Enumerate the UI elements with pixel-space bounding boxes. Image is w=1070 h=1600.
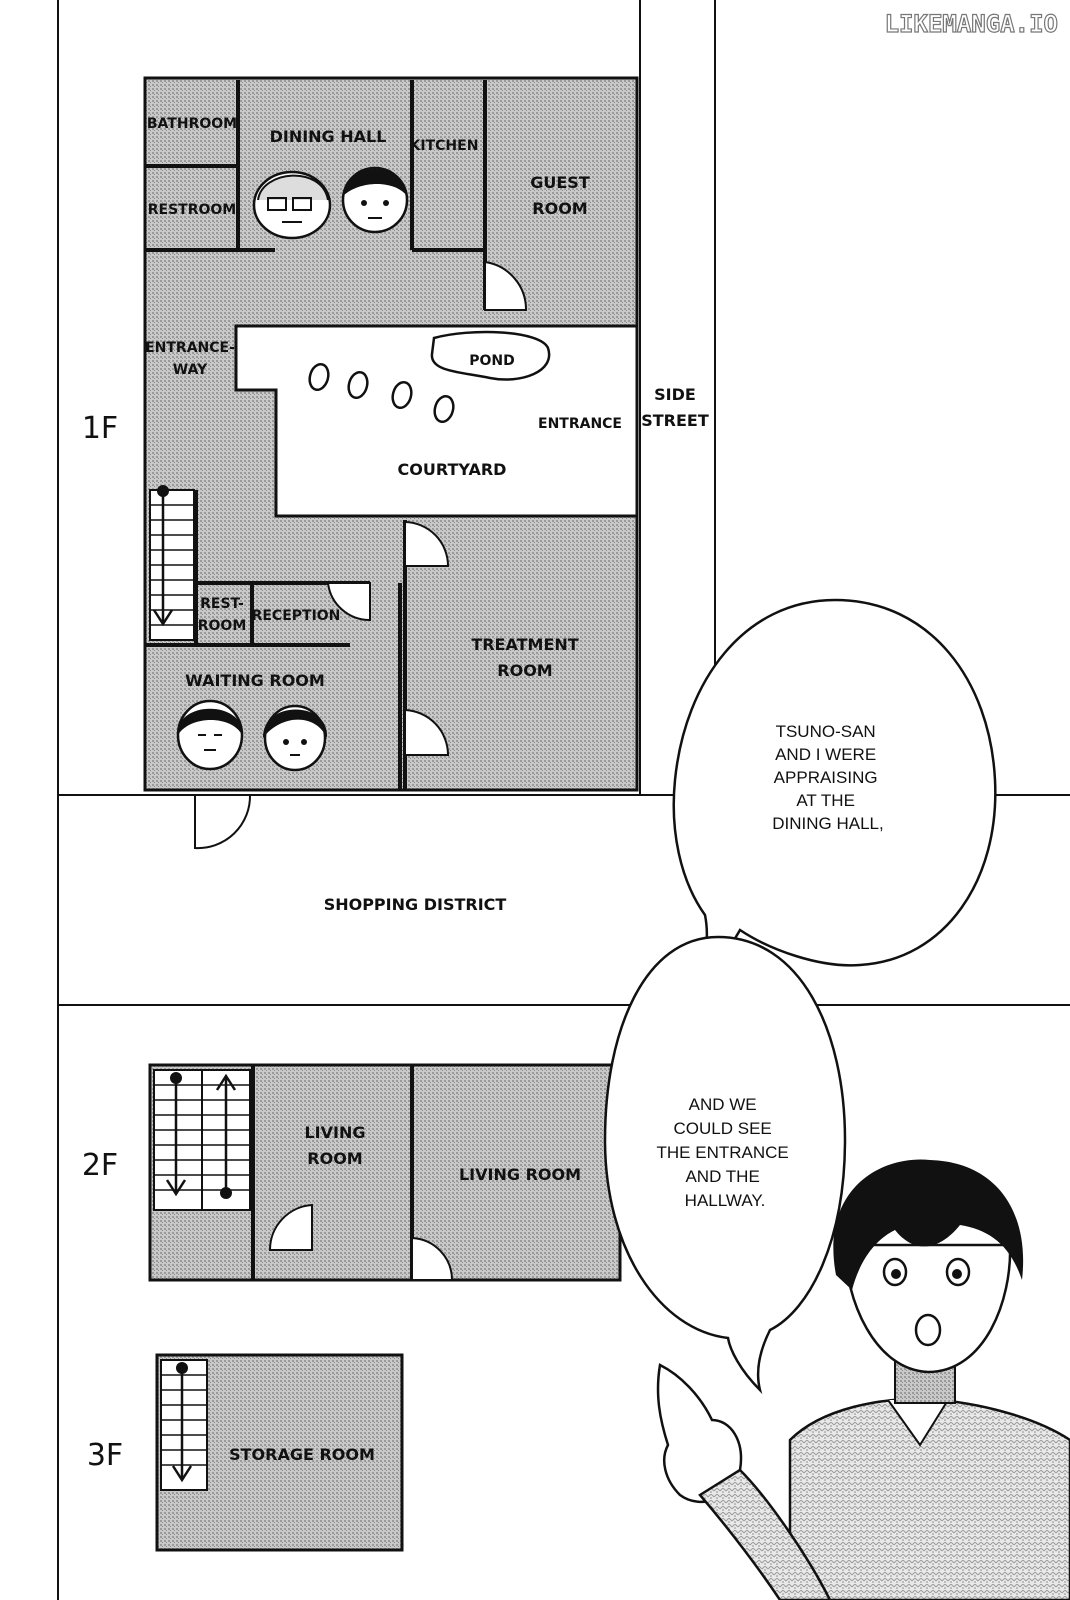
speech-bottom-line-2: COULD SEE: [674, 1119, 772, 1138]
label-restroom: RESTROOM: [148, 202, 237, 218]
label-guest-room-1: GUEST: [530, 173, 590, 192]
speech-top-line-2: AND I WERE: [775, 745, 876, 764]
stairs-1f: [149, 485, 195, 641]
label-guest-room-2: ROOM: [532, 199, 587, 218]
chibi-waiting-2: [262, 704, 328, 772]
label-courtyard: COURTYARD: [398, 460, 507, 479]
floor-label-1f-text: 1F: [82, 411, 118, 446]
door-treatment: [404, 708, 450, 756]
label-living-room-small-1: LIVING: [304, 1123, 365, 1142]
speech-bottom-line-3: THE ENTRANCE: [657, 1143, 789, 1162]
label-dining-hall: DINING HALL: [270, 127, 387, 146]
mouth: [914, 1313, 942, 1347]
label-restroom-small-1: REST-: [200, 596, 244, 612]
label-reception: RECEPTION: [252, 608, 341, 624]
stepping-stones: [308, 362, 455, 424]
door-courtyard: [404, 520, 450, 567]
floor-label-2f: 2F: [82, 1148, 118, 1183]
hair: [833, 1159, 1024, 1290]
label-treatment-room-1: TREATMENT: [471, 635, 578, 654]
speech-bottom-line-4: AND THE: [685, 1167, 759, 1186]
door-2f-living: [411, 1236, 454, 1281]
label-bathroom: BATHROOM: [147, 116, 237, 132]
watermark: LIKEMANGA.IO: [885, 10, 1058, 38]
floor-plan-2f: LIVING ROOM LIVING ROOM 2F: [82, 1063, 622, 1282]
door-guest-room: [484, 260, 528, 311]
chibi-gray-hair-glasses: [252, 170, 332, 240]
speech-top-text: TSUNO-SAN AND I WERE APPRAISING AT THE D…: [772, 722, 883, 833]
stairs-3f: [160, 1359, 208, 1491]
speech-bubble-top: TSUNO-SAN AND I WERE APPRAISING AT THE D…: [672, 598, 997, 1001]
speech-bottom-text: AND WE COULD SEE THE ENTRANCE AND THE HA…: [657, 1095, 794, 1210]
label-side-street-2: STREET: [641, 411, 709, 430]
speech-top-line-5: DINING HALL,: [772, 814, 883, 833]
door-2f-living-small: [268, 1203, 313, 1251]
label-waiting-room: WAITING ROOM: [185, 671, 325, 690]
chibi-waiting-1: [176, 699, 244, 771]
speech-top-line-1: TSUNO-SAN: [776, 722, 876, 741]
label-living-room-small-2: ROOM: [307, 1149, 362, 1168]
character-pointing: [656, 1159, 1070, 1600]
floor-label-2f-text: 2F: [82, 1148, 118, 1183]
pond: [430, 330, 551, 381]
floor-label-3f: 3F: [87, 1438, 123, 1473]
label-entranceway-1: ENTRANCE-: [145, 340, 235, 356]
speech-bottom-line-1: AND WE: [689, 1095, 757, 1114]
label-restroom-small-2: ROOM: [198, 618, 247, 634]
label-entranceway-2: WAY: [173, 362, 208, 378]
floor-plan-3f: STORAGE ROOM 3F: [87, 1353, 404, 1552]
stairs-2f: [153, 1069, 251, 1211]
speech-bottom-line-5: HALLWAY.: [685, 1191, 766, 1210]
chibi-dark-hair-dining: [341, 166, 409, 234]
label-entrance: ENTRANCE: [538, 416, 622, 432]
floor-plan-1f: BATHROOM DINING HALL KITCHEN GUEST ROOM …: [82, 76, 709, 914]
door-front: [194, 794, 252, 850]
label-pond: POND: [469, 353, 515, 369]
floor-label-1f: 1F: [82, 411, 118, 446]
speech-bubble-bottom: AND WE COULD SEE THE ENTRANCE AND THE HA…: [603, 935, 847, 1395]
face: [843, 1243, 1012, 1374]
label-storage-room: STORAGE ROOM: [229, 1445, 375, 1464]
speech-top-line-4: AT THE: [796, 791, 855, 810]
floor-label-3f-text: 3F: [87, 1438, 123, 1473]
speech-top-line-3: APPRAISING: [774, 768, 878, 787]
label-living-room: LIVING ROOM: [459, 1165, 581, 1184]
door-reception: [326, 582, 371, 622]
label-treatment-room-2: ROOM: [497, 661, 552, 680]
label-side-street-1: SIDE: [654, 385, 696, 404]
label-shopping-district: SHOPPING DISTRICT: [324, 895, 507, 914]
label-kitchen: KITCHEN: [410, 138, 479, 154]
